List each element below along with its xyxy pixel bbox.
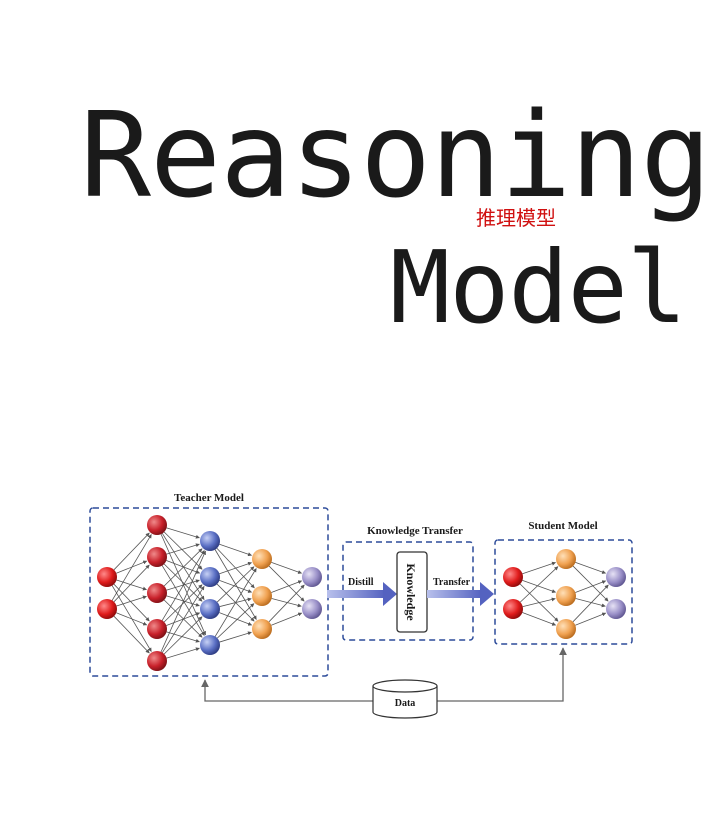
data-to-student-line [437, 647, 567, 702]
teacher-edge [163, 548, 203, 587]
teacher-edge [161, 550, 205, 621]
teacher-edge [166, 595, 200, 607]
teacher-node-hidden3 [252, 586, 272, 606]
teacher-node-hidden2 [200, 531, 220, 551]
distill-label: Distill [348, 577, 374, 588]
teacher-edge [217, 603, 255, 639]
teacher-model-box [89, 507, 329, 677]
teacher-edge [219, 561, 252, 575]
teacher-node-output [302, 599, 322, 619]
student-edge [519, 566, 559, 603]
teacher-node-input [97, 567, 117, 587]
student-edges [519, 561, 609, 626]
title-line-1: Reasoning [80, 86, 711, 224]
student-edge [522, 597, 556, 608]
teacher-node-hidden1 [147, 583, 167, 603]
student-edge [575, 598, 606, 608]
teacher-edge [216, 566, 255, 603]
teacher-edge [116, 595, 147, 607]
teacher-network [97, 515, 322, 671]
data-label: Data [395, 698, 416, 709]
student-edge [522, 579, 557, 593]
student-node-hidden3 [556, 619, 576, 639]
teacher-edge [219, 612, 253, 626]
data-cylinder: Data [372, 679, 438, 719]
teacher-edge [219, 631, 252, 643]
data-to-teacher-line [201, 679, 373, 702]
subtitle: 推理模型 [476, 206, 556, 230]
teacher-model-label: Teacher Model [174, 492, 244, 504]
teacher-node-output [302, 567, 322, 587]
teacher-node-hidden1 [147, 515, 167, 535]
teacher-edge [271, 562, 303, 574]
student-node-input [503, 567, 523, 587]
teacher-node-hidden2 [200, 567, 220, 587]
student-model-label: Student Model [528, 520, 597, 532]
teacher-edge [113, 615, 150, 654]
student-node-output [606, 599, 626, 619]
teacher-node-hidden2 [200, 635, 220, 655]
teacher-edge [219, 543, 252, 557]
teacher-edge [166, 631, 200, 643]
student-edge [575, 562, 607, 574]
teacher-edge [268, 565, 305, 602]
knowledge-transfer-label: Knowledge Transfer [367, 525, 463, 537]
teacher-node-input [97, 599, 117, 619]
teacher-node-hidden1 [147, 651, 167, 671]
teacher-edges [111, 527, 305, 659]
teacher-edge [166, 527, 200, 539]
student-node-hidden3 [556, 549, 576, 569]
teacher-edge [166, 560, 201, 574]
teacher-node-hidden3 [252, 549, 272, 569]
teacher-edge [214, 568, 257, 637]
teacher-edge [166, 543, 200, 555]
student-edge [572, 584, 609, 623]
teacher-edge [271, 580, 303, 593]
student-node-output [606, 567, 626, 587]
student-network [503, 549, 626, 639]
teacher-edge [113, 564, 150, 603]
teacher-edge [163, 584, 203, 623]
student-model-box [494, 539, 633, 645]
student-edge [572, 565, 609, 602]
teacher-edge [113, 583, 150, 622]
teacher-edge [268, 584, 305, 623]
transfer-arrowhead [480, 582, 494, 606]
teacher-node-hidden1 [147, 619, 167, 639]
distill-arrow-shaft [327, 590, 385, 598]
teacher-edge [116, 612, 148, 626]
title-line-2: Model [390, 229, 687, 346]
teacher-edge [219, 580, 253, 593]
teacher-edge [163, 563, 203, 602]
teacher-edge [163, 531, 203, 570]
teacher-edge [163, 616, 203, 655]
teacher-edge [113, 532, 150, 571]
teacher-edge [166, 647, 200, 659]
transfer-label: Transfer [433, 577, 471, 588]
student-edge [575, 612, 607, 626]
teacher-edge [271, 612, 303, 626]
teacher-edge [161, 585, 205, 653]
teacher-edge [116, 579, 147, 591]
student-edge [522, 561, 556, 575]
teacher-node-hidden1 [147, 547, 167, 567]
student-edge [522, 612, 557, 626]
teacher-edge [160, 550, 206, 653]
student-node-hidden3 [556, 586, 576, 606]
student-node-input [503, 599, 523, 619]
student-edge [575, 580, 607, 593]
distill-arrowhead [383, 582, 397, 606]
knowledge-label: Knowledge [404, 563, 418, 621]
teacher-node-hidden3 [252, 619, 272, 639]
teacher-edge [111, 534, 152, 601]
teacher-edge [271, 598, 302, 608]
distillation-diagram: Teacher Model Knowledge Transfer Student… [89, 492, 633, 719]
teacher-node-hidden2 [200, 599, 220, 619]
transfer-arrow-shaft [427, 590, 482, 598]
teacher-edge [160, 533, 206, 636]
